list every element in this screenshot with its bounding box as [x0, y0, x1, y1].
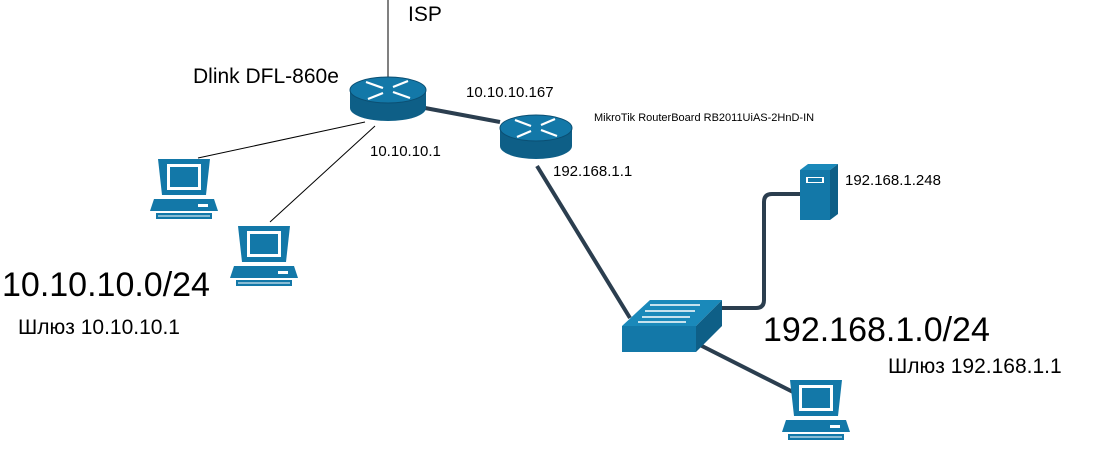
link-switch-pc3 — [699, 343, 796, 395]
link-mikrotik-switch — [535, 164, 632, 320]
switch-icon[interactable] — [622, 300, 722, 352]
pc-icon[interactable] — [781, 379, 851, 441]
mikrotik-lan-ip-label: 192.168.1.1 — [553, 163, 633, 180]
mikrotik-wan-ip-label: 10.10.10.167 — [466, 84, 554, 101]
left-network-label: 10.10.10.0/24 — [2, 266, 210, 304]
link-dlink-pc2 — [269, 125, 376, 223]
link-switch-server — [716, 192, 806, 310]
links — [197, 0, 806, 395]
server-ip-label: 192.168.1.248 — [845, 172, 941, 189]
server-icon[interactable] — [800, 164, 838, 220]
left-gateway-label: Шлюз 10.10.10.1 — [18, 316, 180, 339]
link-dlink-mikrotik — [424, 106, 501, 124]
router-icon[interactable] — [499, 114, 573, 159]
dlink-lan-ip-label: 10.10.10.1 — [370, 143, 441, 160]
link-dlink-pc1 — [197, 121, 366, 159]
isp-label: ISP — [408, 3, 442, 26]
right-network-label: 192.168.1.0/24 — [763, 311, 990, 349]
right-gateway-label: Шлюз 192.168.1.1 — [888, 355, 1062, 378]
dlink-router-label: Dlink DFL-860e — [193, 65, 339, 88]
router-icon[interactable] — [349, 76, 427, 121]
mikrotik-model-label: MikroTik RouterBoard RB2011UiAS-2HnD-IN — [594, 112, 815, 124]
pc-icon[interactable] — [229, 225, 299, 287]
pc-icon[interactable] — [149, 158, 219, 220]
